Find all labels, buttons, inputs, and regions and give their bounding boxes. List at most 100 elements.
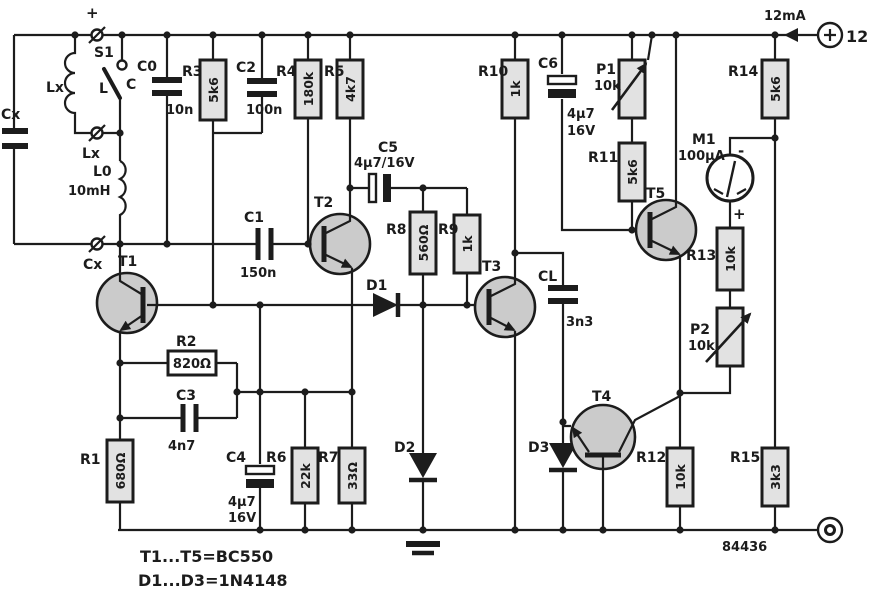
meter-needle [725, 160, 737, 198]
m1-value: 100µA [678, 149, 725, 164]
d3-label: D3 [528, 440, 549, 456]
r10-label: R10 [478, 64, 509, 80]
r7-label: R7 [318, 450, 339, 466]
c6-value-2: 16V [567, 124, 595, 139]
r13-value: 10k [723, 245, 738, 271]
current-label: 12mA [764, 9, 806, 24]
r14-label: R14 [728, 64, 759, 80]
c0-label: C0 [137, 59, 157, 75]
c4-label: C4 [226, 450, 246, 466]
p2-label: P2 [690, 322, 710, 338]
r2-label: R2 [176, 334, 197, 350]
c6-value-1: 4µ7 [567, 107, 595, 122]
l0-label: L0 [93, 164, 112, 180]
capacitor-C1: C1 150n [240, 210, 324, 281]
c2-value: 100n [246, 103, 282, 118]
r13-label: R13 [686, 248, 716, 264]
cx-terminal-label: Cx [83, 257, 102, 273]
inductor-Lx: Lx [46, 35, 120, 135]
r4-label: R4 [276, 64, 297, 80]
c1-label: C1 [244, 210, 264, 226]
r9-label: R9 [438, 222, 459, 238]
terminal-Cx: Cx [83, 235, 106, 273]
transistor-T3: T3 [473, 253, 537, 530]
p1-value: 10k [594, 79, 621, 94]
t4-label: T4 [592, 389, 612, 405]
r12-label: R12 [636, 450, 666, 466]
meter-M1: M1 100µA - + [678, 132, 775, 228]
r15-value: 3k3 [768, 464, 783, 490]
resistor-R6: 22k R6 [266, 392, 320, 530]
r5-value: 4k7 [343, 76, 358, 102]
cx-left-label: Cx [1, 107, 20, 123]
c3-value: 4n7 [168, 439, 195, 454]
potentiometer-P1: P1 10k [594, 34, 654, 143]
resistor-R1: 680Ω R1 [80, 418, 135, 530]
capacitor-C2: C2 100n [213, 35, 282, 135]
r4-value: 180k [301, 71, 316, 106]
diode-D2: D2 [394, 305, 440, 556]
resistor-R11: 5k6 R11 [588, 141, 647, 230]
r3-label: R3 [182, 64, 203, 80]
terminal-Lx: Lx [82, 124, 106, 162]
drawing-number: 84436 [722, 540, 767, 555]
c0-value: 10n [166, 103, 193, 118]
transistor-note: T1...T5=BC550 [140, 547, 273, 566]
resistor-R5: 4k7 R5 [324, 35, 365, 188]
p1-label: P1 [596, 62, 616, 78]
transistor-T5: T5 [632, 35, 698, 448]
terminal-zero [816, 516, 844, 544]
c2-label: C2 [236, 60, 256, 76]
p2-value: 10k [688, 339, 715, 354]
transistor-T2: T2 [308, 188, 372, 392]
capacitor-Cx-left: Cx [1, 35, 28, 244]
notes: T1...T5=BC550 D1...D3=1N4148 84436 [138, 540, 767, 590]
lx-coil-label: Lx [46, 80, 64, 96]
r5-label: R5 [324, 64, 345, 80]
resistor-R10: 1k R10 [478, 35, 530, 253]
c3-label: C3 [176, 388, 196, 404]
r2-value: 820Ω [173, 357, 211, 372]
diode-D3: D3 [528, 422, 577, 530]
c1-value: 150n [240, 266, 276, 281]
c6-label: C6 [538, 56, 558, 72]
t5-label: T5 [646, 186, 665, 202]
t2-label: T2 [314, 195, 333, 211]
resistor-R15: 3k3 R15 [730, 446, 790, 530]
plus-input-label: + [86, 4, 99, 22]
r1-label: R1 [80, 452, 101, 468]
r1-value: 680Ω [113, 452, 128, 489]
c5-label: C5 [378, 140, 398, 156]
r10-value: 1k [508, 80, 523, 98]
r8-value: 560Ω [416, 224, 431, 261]
potentiometer-P2: P2 10k [680, 306, 752, 395]
resistor-R13: 10k R13 [686, 226, 745, 308]
supply-voltage-label: 12 [846, 27, 868, 46]
s1-label: S1 [94, 45, 114, 61]
cl-label: CL [538, 269, 557, 285]
junction-dots [71, 31, 779, 534]
terminal-plus-input: + [86, 4, 106, 44]
c4-value-1: 4µ7 [228, 495, 256, 510]
r6-label: R6 [266, 450, 287, 466]
r15-label: R15 [730, 450, 760, 466]
r7-value: 33Ω [345, 462, 360, 490]
t3-label: T3 [482, 259, 501, 275]
terminal-plus-12: 12mA 12 [764, 9, 868, 49]
m1-plus: + [733, 205, 746, 223]
inductor-L0: L0 10mH [68, 160, 127, 244]
r12-value: 10k [673, 463, 688, 489]
cl-value: 3n3 [566, 315, 593, 330]
r6-value: 22k [298, 462, 313, 488]
l0-value: 10mH [68, 184, 111, 199]
resistor-R14: 5k6 R14 [728, 35, 790, 448]
r14-value: 5k6 [768, 76, 783, 102]
resistor-R8: 560Ω R8 [386, 188, 438, 305]
t1-label: T1 [118, 254, 137, 270]
capacitor-C3: C3 4n7 [118, 363, 237, 454]
capacitor-C6: C6 4µ7 16V [538, 35, 632, 232]
d1-label: D1 [366, 278, 387, 294]
resistor-R9: 1k R9 [438, 188, 482, 305]
